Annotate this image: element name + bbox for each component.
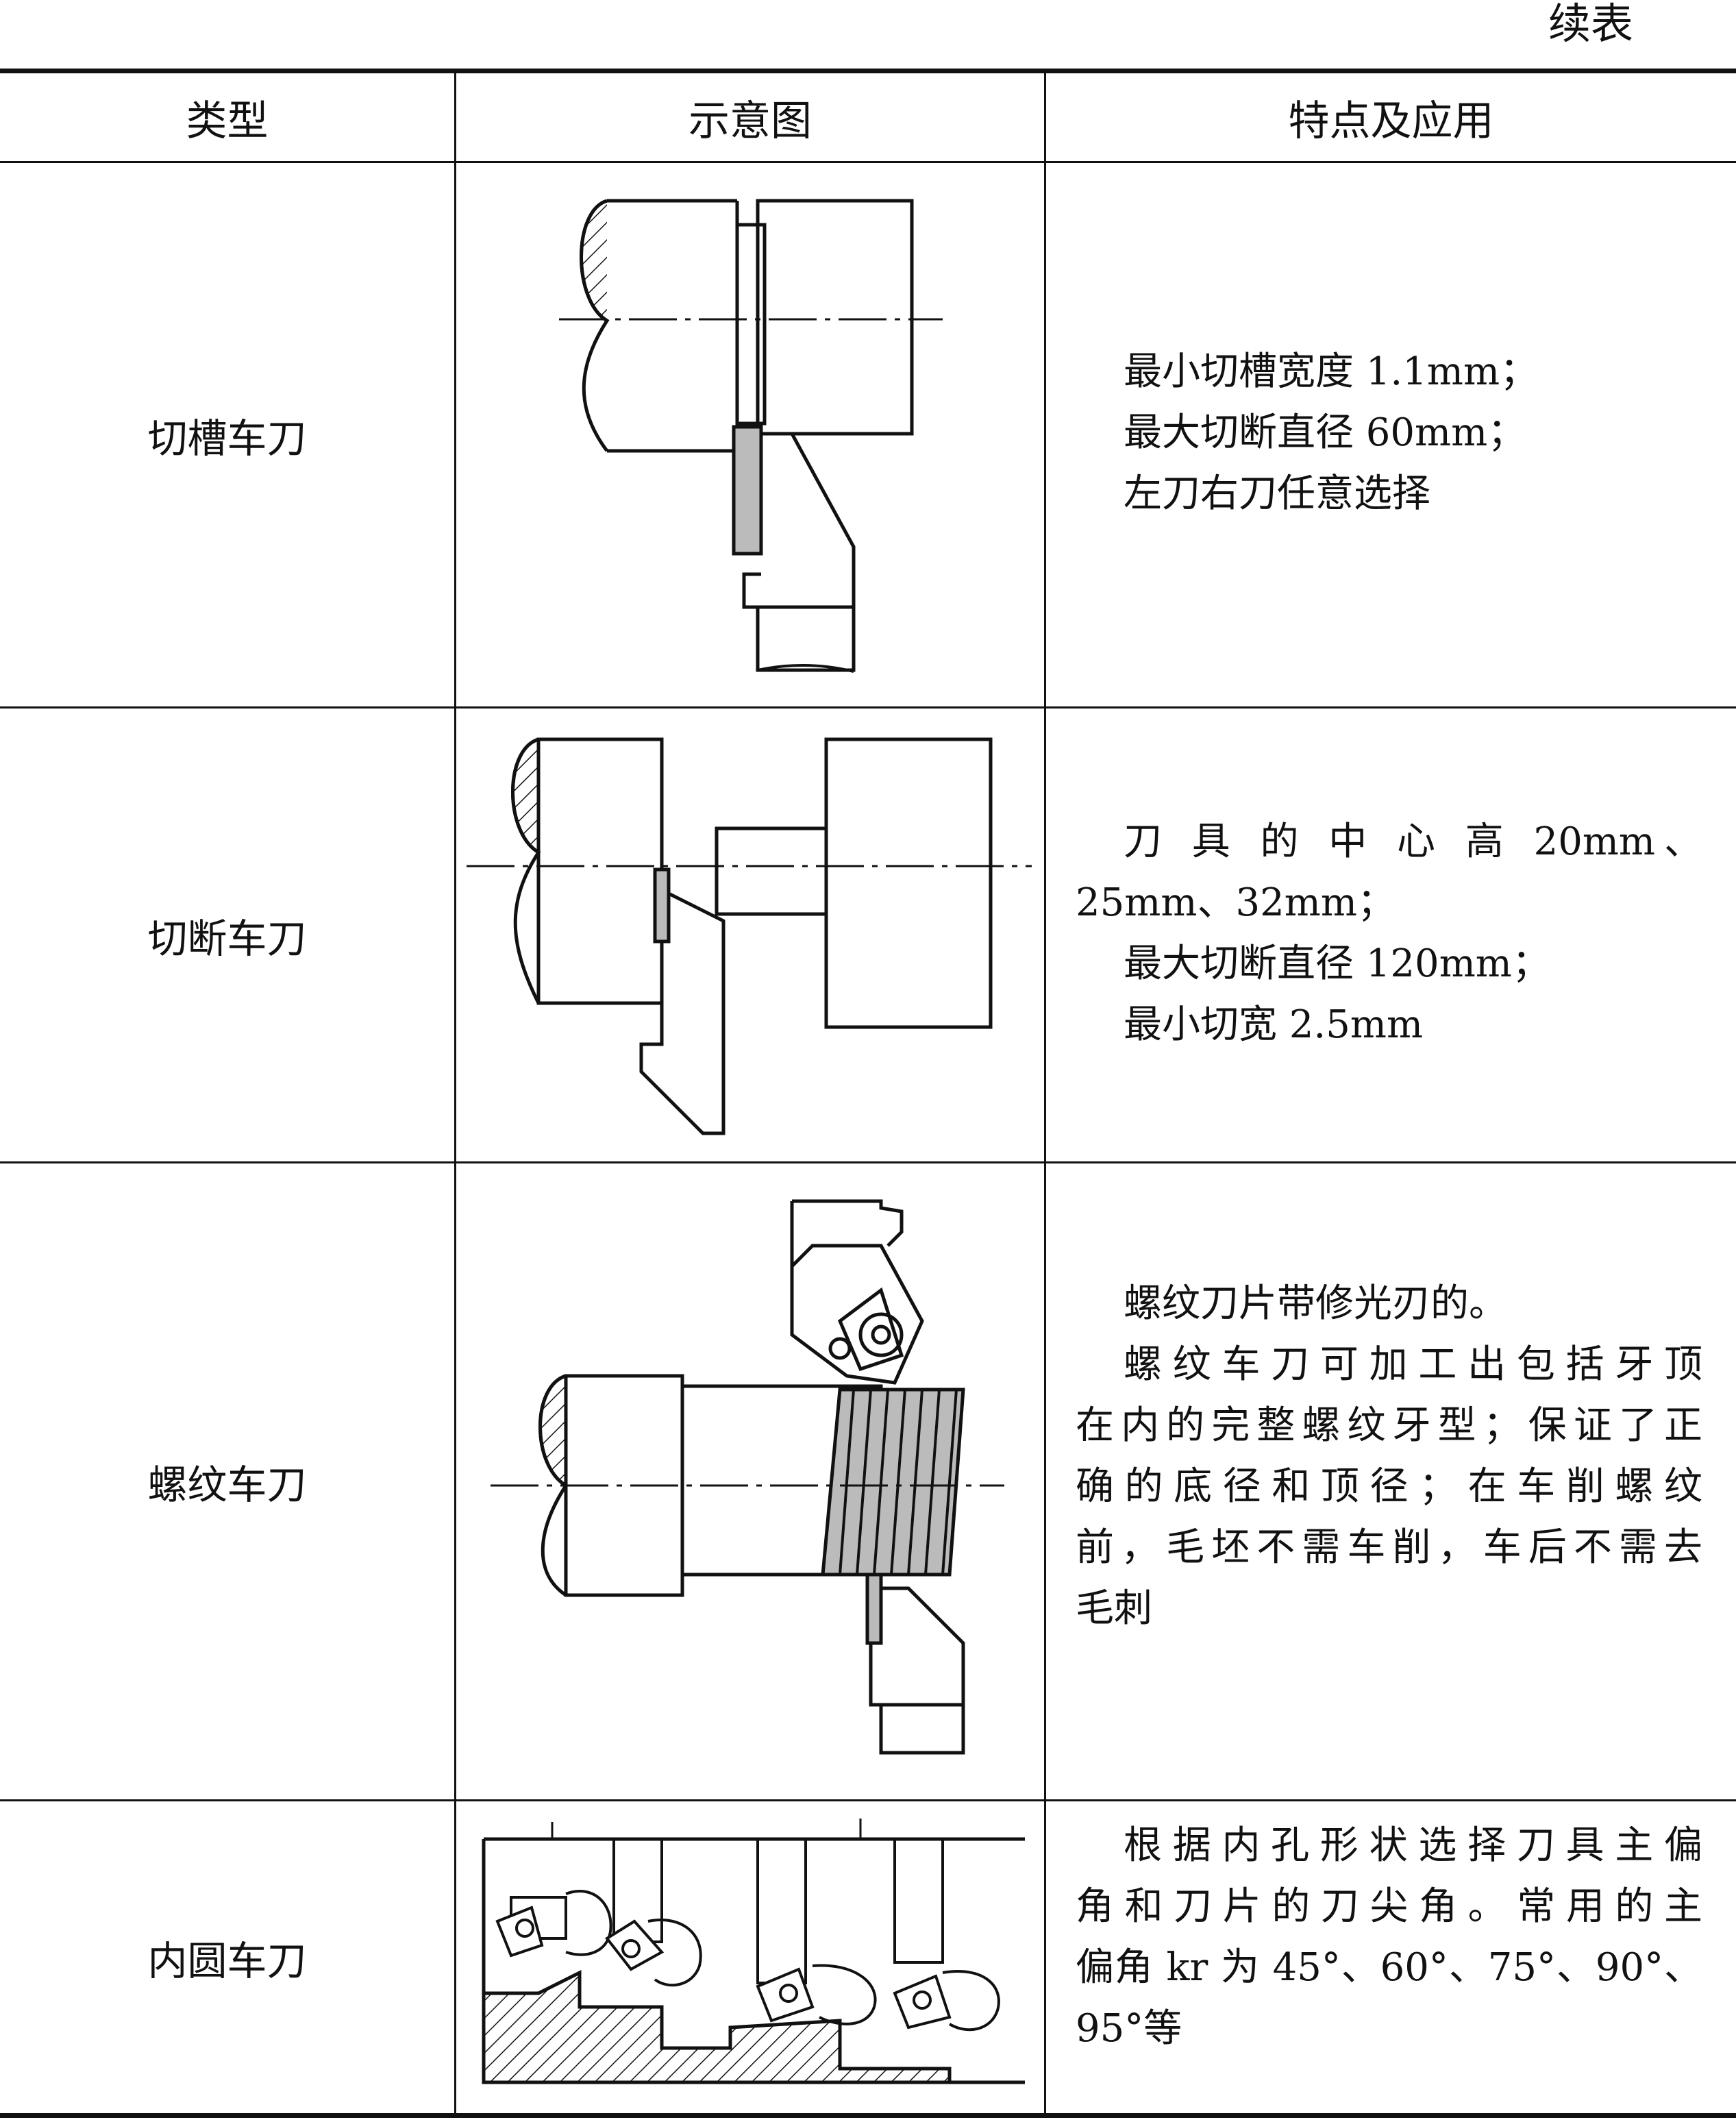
table-top-rule [0,69,1736,73]
row-4-type: 内圆车刀 [147,1937,307,1984]
row-2-line-4: 最小切宽 2.5mm [1124,1002,1424,1047]
row-1-features: 最小切槽宽度 1.1mm； 最大切断直径 60mm； 左刀右刀任意选择 [1076,163,1702,706]
row-2-line-3: 最大切断直径 120mm； [1124,941,1550,986]
row-divider-2 [0,1161,1736,1163]
row-3-line-3: 在内的完整螺纹牙型；保证了正 [1076,1403,1702,1448]
row-2-type: 切断车刀 [147,915,307,962]
table-bottom-rule [0,2113,1736,2118]
row-4-features: 根据内孔形状选择刀具主偏 角和刀片的刀尖角。常用的主 偏角 kr 为 45°、6… [1076,1801,1702,2113]
parting-tool-diagram [456,708,1044,1161]
row-divider-3 [0,1799,1736,1801]
row-1-type: 切槽车刀 [147,415,307,462]
header-diagram: 示意图 [689,97,812,145]
row-3-line-5: 前，毛坯不需车削，车后不需去 [1076,1525,1702,1570]
row-1-line-1: 最小切槽宽度 1.1mm； [1124,349,1539,394]
row-3-line-2: 螺纹车刀可加工出包括牙顶 [1124,1342,1702,1387]
continued-label: 续表 [1548,0,1633,49]
column-divider-2 [1044,69,1046,2116]
row-3-line-4: 确的底径和顶径；在车削螺纹 [1076,1464,1702,1509]
row-divider-1 [0,706,1736,708]
header-divider [0,161,1736,163]
row-3-features: 螺纹刀片带修光刃的。 螺纹车刀可加工出包括牙顶 在内的完整螺纹牙型；保证了正 确… [1076,1163,1702,1799]
row-2-line-2: 25mm、32mm； [1076,880,1396,925]
row-3-type: 螺纹车刀 [147,1462,307,1508]
boring-tool-diagram [456,1801,1044,2113]
row-3-line-6: 毛刺 [1076,1586,1152,1631]
column-divider-1 [454,69,456,2116]
header-type: 类型 [186,97,269,145]
header-features: 特点及应用 [1288,97,1494,145]
row-3-line-1: 螺纹刀片带修光刃的。 [1124,1281,1507,1326]
row-1-line-2: 最大切断直径 60mm； [1124,410,1526,455]
grooving-tool-diagram [456,163,1044,706]
row-2-features: 刀 具 的 中 心 高 20mm、 25mm、32mm； 最大切断直径 120m… [1076,708,1702,1161]
threading-tool-diagram [456,1163,1044,1799]
row-4-line-2: 角和刀片的刀尖角。常用的主 [1076,1884,1702,1929]
row-1-line-3: 左刀右刀任意选择 [1124,471,1430,516]
row-2-line-1: 刀 具 的 中 心 高 20mm、 [1124,819,1702,864]
row-4-line-4: 95°等 [1076,2006,1182,2051]
row-4-line-1: 根据内孔形状选择刀具主偏 [1124,1823,1702,1868]
row-4-line-3: 偏角 kr 为 45°、60°、75°、90°、 [1076,1945,1702,1990]
